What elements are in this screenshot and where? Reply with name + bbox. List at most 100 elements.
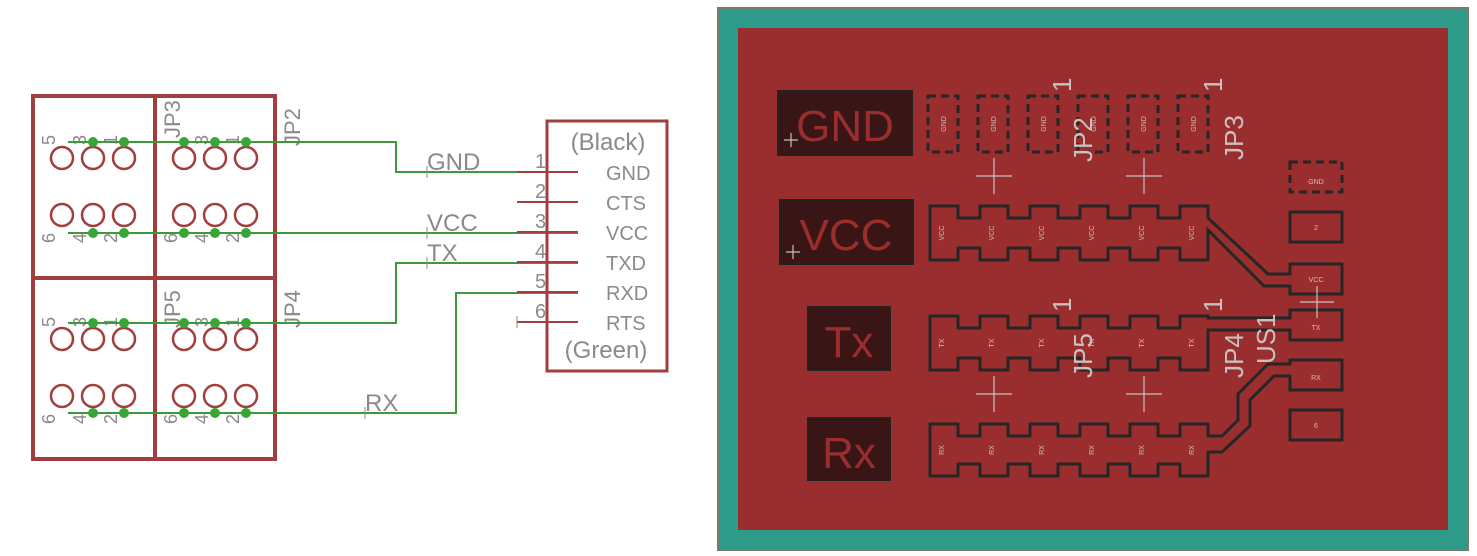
vcc-pad-row xyxy=(928,204,1344,296)
junction-dot xyxy=(179,137,189,147)
pin-circle xyxy=(171,383,197,409)
pin-number-6: 6 xyxy=(161,233,181,243)
pad-net-label: TX xyxy=(1039,338,1046,347)
silk-cross xyxy=(1126,158,1162,194)
pin-circle xyxy=(80,326,106,352)
tx-pad-row xyxy=(928,308,1344,372)
pad-net-label: GND xyxy=(941,116,948,132)
junction-dot xyxy=(88,318,98,328)
junction-dot xyxy=(179,318,189,328)
junction-dot xyxy=(241,137,251,147)
header-frame-jp5 xyxy=(31,276,157,461)
board-label-box-vcc xyxy=(779,199,914,265)
pad-net-label: GND xyxy=(991,116,998,132)
pad-net-label: VCC xyxy=(939,226,946,241)
connector-pin-name-rxd: RXD xyxy=(606,283,648,305)
us1-gnd-pad xyxy=(1288,160,1344,194)
pin-number-2: 2 xyxy=(223,233,243,243)
pin-circle xyxy=(171,202,197,228)
junction-dot xyxy=(119,408,129,418)
pin-circle xyxy=(233,202,259,228)
junction-dot xyxy=(241,228,251,238)
pin-circle xyxy=(202,326,228,352)
junction-dot xyxy=(241,318,251,328)
pin-circle xyxy=(49,145,75,171)
junction-dot xyxy=(119,318,129,328)
board-label-box-tx xyxy=(807,306,891,371)
board-label-vcc-group: VCC xyxy=(779,199,914,265)
net-label-rx: RX xyxy=(365,390,398,417)
silk-cross xyxy=(1300,286,1334,318)
silk-pin1-marker: 1 xyxy=(1047,298,1077,312)
gnd-pad xyxy=(1026,94,1060,154)
silk-pin1-marker: 1 xyxy=(1047,78,1077,92)
board-label-gnd: GND xyxy=(796,102,894,151)
pin-circle xyxy=(111,145,137,171)
header-name-jp3: JP3 xyxy=(160,100,185,138)
gnd-pad xyxy=(976,94,1010,154)
junction-dot xyxy=(210,408,220,418)
junction-dots xyxy=(88,137,251,418)
gnd-pad xyxy=(1076,94,1110,154)
junction-dot xyxy=(210,137,220,147)
pad-net-label: VCC xyxy=(1309,277,1324,284)
pin-number-4: 4 xyxy=(192,233,212,243)
board-label-tx-group: Tx xyxy=(807,306,891,371)
silk-name-jp5: JP5 xyxy=(1068,333,1098,378)
connector-pin-num-3: 3 xyxy=(535,211,546,233)
wire-rx xyxy=(68,292,578,414)
header-frame-jp2 xyxy=(31,94,157,280)
pin-circle xyxy=(171,145,197,171)
junction-dot xyxy=(119,137,129,147)
pin-circle xyxy=(202,145,228,171)
connector-pin-name-cts: CTS xyxy=(606,193,646,215)
us1-pad-6 xyxy=(1288,408,1344,442)
connector-pin-num-1: 1 xyxy=(535,151,546,173)
pad-net-label: GND xyxy=(1141,116,1148,132)
pad-net-label: GND xyxy=(1308,179,1324,186)
pin-number-2: 2 xyxy=(223,414,243,424)
pad-net-label: VCC xyxy=(1139,226,1146,241)
pin-circle xyxy=(111,326,137,352)
silk-pin1-marker: 1 xyxy=(1198,78,1228,92)
junction-dot xyxy=(179,228,189,238)
connector-top-label: (Black) xyxy=(571,129,646,156)
silk-name-us1: US1 xyxy=(1251,313,1281,364)
pin-number-5: 5 xyxy=(39,317,59,327)
pin-circle xyxy=(49,326,75,352)
connector-pin-lines xyxy=(517,171,578,323)
us1-pad-2 xyxy=(1288,210,1344,244)
pad-net-label: VCC xyxy=(1089,226,1096,241)
pad-net-label: TX xyxy=(989,338,996,347)
silk-name-jp3: JP3 xyxy=(1219,115,1249,160)
pad-net-label: GND xyxy=(1091,116,1098,132)
board-label-box-rx xyxy=(807,417,891,481)
net-label-vcc: VCC xyxy=(427,210,478,237)
pad-net-label: RX xyxy=(1189,445,1196,455)
pad-net-label: TX xyxy=(1189,338,1196,347)
pin-circle xyxy=(49,383,75,409)
connector-pin-num-4: 4 xyxy=(535,241,546,263)
pin-circle xyxy=(49,202,75,228)
board-label-vcc: VCC xyxy=(800,211,893,260)
junction-dot xyxy=(88,137,98,147)
pin-number-5: 5 xyxy=(39,135,59,145)
pin-number-6: 6 xyxy=(161,414,181,424)
pin-number-1: 1 xyxy=(101,135,121,145)
pin-number-1: 1 xyxy=(223,135,243,145)
pin-number-6: 6 xyxy=(39,414,59,424)
rx-pad-row xyxy=(928,358,1344,478)
wire-tx xyxy=(68,262,578,324)
silk-cross xyxy=(1126,376,1162,412)
connector-pin-name-gnd: GND xyxy=(606,163,650,185)
board-view: GND VCC Tx Rx GND GND GND GND xyxy=(717,7,1469,551)
connector-body xyxy=(545,119,669,373)
wire-gnd xyxy=(68,141,578,173)
pin-number-4: 4 xyxy=(70,414,90,424)
pin-number-3: 3 xyxy=(192,317,212,327)
pin-number-2: 2 xyxy=(101,414,121,424)
pin-circle xyxy=(233,326,259,352)
pad-net-label: GND xyxy=(1191,116,1198,132)
header-name-jp4: JP4 xyxy=(280,290,305,328)
silk-name-jp4: JP4 xyxy=(1219,333,1249,378)
